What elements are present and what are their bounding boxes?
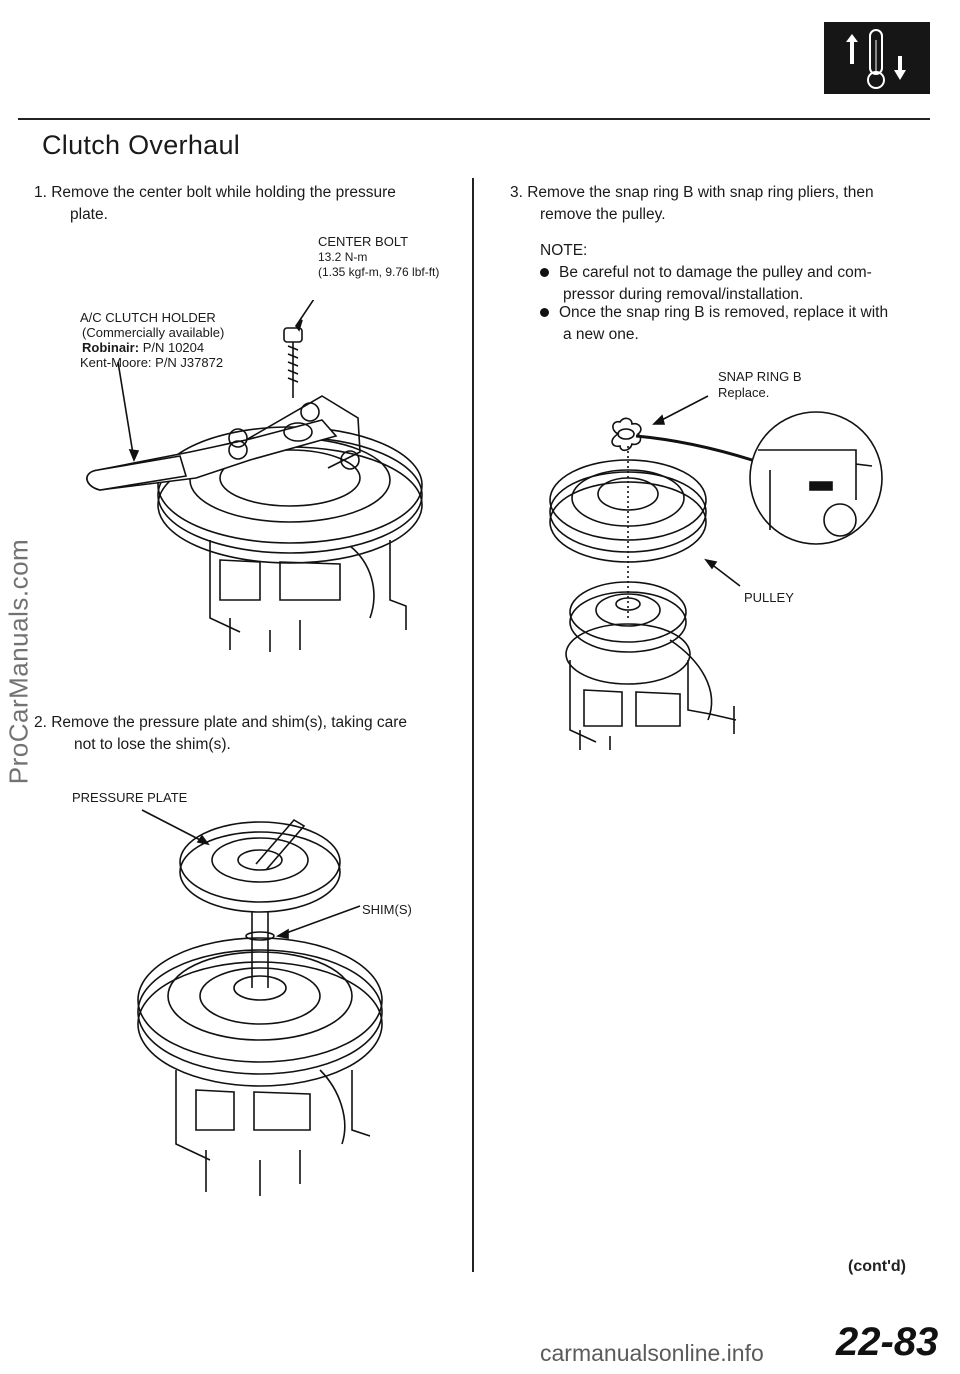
robinair-brand: Robinair: <box>82 340 140 355</box>
page-number: 22-83 <box>836 1320 939 1364</box>
figure-snap-ring-pulley <box>540 390 910 760</box>
leader-center-bolt <box>296 300 320 326</box>
note-heading: NOTE: <box>540 242 588 259</box>
leader-clutch-holder <box>118 362 134 460</box>
callout-clutch-holder-robinair: Robinair: P/N 10204 <box>82 340 204 355</box>
callout-pulley: PULLEY <box>744 590 794 605</box>
note-bullet-1: Be careful not to damage the pulley and … <box>540 262 872 284</box>
bullet-icon <box>540 268 549 278</box>
note-bullet-2-text: Once the snap ring B is removed, replace… <box>559 304 889 321</box>
callout-clutch-holder-availability: (Commercially available) <box>82 325 225 340</box>
step-3-line-2: remove the pulley. <box>540 206 666 223</box>
step-1-line-2: plate. <box>70 206 108 223</box>
note-bullet-1-line-2: pressor during removal/installation. <box>563 286 804 303</box>
figure-clutch-holder <box>70 300 460 660</box>
step-2-line-1: 2. Remove the pressure plate and shim(s)… <box>34 714 408 731</box>
callout-snap-ring: SNAP RING B <box>718 369 802 384</box>
note-bullet-2-line-2: a new one. <box>563 326 639 343</box>
step-3-line-1: 3. Remove the snap ring B with snap ring… <box>510 184 874 201</box>
figure-pressure-plate <box>120 800 420 1200</box>
side-watermark: ProCarManuals.com <box>3 538 34 785</box>
step-2-line-2: not to lose the shim(s). <box>74 736 231 753</box>
column-divider <box>472 178 474 1272</box>
step-1-line-1: 1. Remove the center bolt while holding … <box>34 184 396 201</box>
leader-shims <box>278 906 360 936</box>
continued-label: (cont'd) <box>848 1258 907 1275</box>
bullet-icon <box>540 308 549 318</box>
page-title: Clutch Overhaul <box>42 130 241 160</box>
section-icon-badge <box>824 22 930 94</box>
robinair-part-number: P/N 10204 <box>142 340 205 355</box>
leader-pressure-plate <box>142 810 208 844</box>
thermometer-arrows-icon <box>846 29 906 89</box>
callout-pressure-plate: PRESSURE PLATE <box>72 790 188 805</box>
note-bullet-2: Once the snap ring B is removed, replace… <box>540 302 888 324</box>
header-rule <box>18 118 930 120</box>
note-bullet-1-text: Be careful not to damage the pulley and … <box>559 264 872 281</box>
callout-center-bolt-torque-nm: 13.2 N-m <box>318 250 368 264</box>
callout-shims: SHIM(S) <box>362 902 412 917</box>
callout-clutch-holder: A/C CLUTCH HOLDER <box>80 310 216 325</box>
callout-clutch-holder-kentmoore: Kent-Moore: P/N J37872 <box>80 355 224 370</box>
footer-watermark: carmanualsonline.info <box>540 1340 764 1366</box>
callout-center-bolt-torque-kgf: (1.35 kgf-m, 9.76 lbf-ft) <box>318 265 440 279</box>
callout-snap-ring-replace: Replace. <box>718 385 770 400</box>
callout-center-bolt: CENTER BOLT <box>318 234 409 249</box>
